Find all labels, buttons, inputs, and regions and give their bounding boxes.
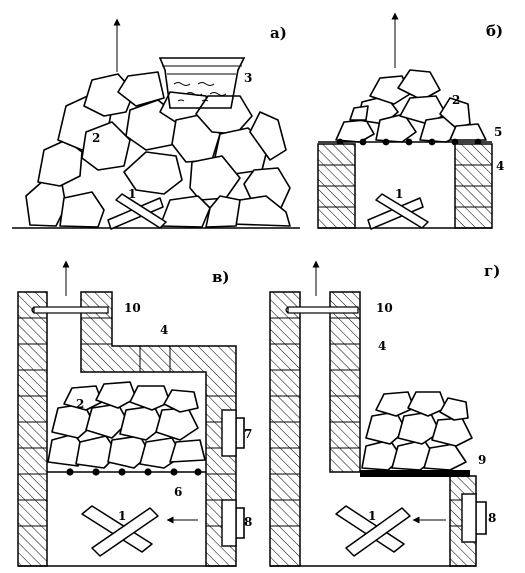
panel-b: б) 1 2 4 5 bbox=[317, 12, 504, 230]
grate-bars bbox=[66, 468, 202, 476]
label-5-grate: 5 bbox=[494, 125, 502, 139]
label-4-brick: 4 bbox=[496, 159, 504, 173]
chimney-damper bbox=[285, 306, 359, 314]
panel-a: а) 1 2 3 bbox=[12, 18, 300, 230]
brick-wall-left bbox=[17, 291, 48, 567]
stone-pile bbox=[361, 391, 473, 471]
brick-wall-flue bbox=[329, 291, 361, 473]
firewood bbox=[107, 193, 167, 230]
steel-plate bbox=[360, 470, 470, 477]
panel-label-a: а) bbox=[270, 24, 287, 42]
firebox-door bbox=[461, 493, 487, 543]
label-2-stones: 2 bbox=[92, 131, 100, 145]
label-10-damper: 10 bbox=[124, 301, 141, 315]
label-4-brick: 4 bbox=[378, 339, 386, 353]
label-1-firewood: 1 bbox=[118, 509, 126, 523]
panel-g: г) 1 4 8 9 10 bbox=[269, 260, 500, 567]
label-8-door: 8 bbox=[244, 515, 252, 529]
brick-wall-left bbox=[269, 291, 301, 567]
label-1-firewood: 1 bbox=[395, 187, 403, 201]
stone-pile bbox=[335, 69, 487, 143]
label-7-door: 7 bbox=[244, 427, 252, 441]
panel-label-g: г) bbox=[484, 262, 500, 280]
firewood bbox=[81, 505, 159, 557]
firebox-door bbox=[221, 499, 245, 547]
label-4-brick: 4 bbox=[160, 323, 168, 337]
panel-v: в) 1 2 4 6 7 8 10 bbox=[17, 260, 252, 567]
label-1-firewood: 1 bbox=[128, 187, 136, 201]
brick-joints bbox=[318, 164, 492, 208]
stone-chamber-door bbox=[221, 409, 245, 457]
stone-pile bbox=[25, 71, 291, 228]
panel-label-b: б) bbox=[486, 22, 503, 40]
brick-joints bbox=[270, 317, 476, 527]
label-2-stones: 2 bbox=[452, 93, 460, 107]
water-waves bbox=[173, 82, 227, 102]
chimney-damper bbox=[31, 306, 109, 314]
firewood bbox=[335, 505, 411, 557]
label-10-damper: 10 bbox=[376, 301, 393, 315]
brick-joints bbox=[18, 317, 236, 527]
label-3-tank: 3 bbox=[244, 71, 252, 85]
firewood bbox=[367, 193, 429, 230]
label-6-grate: 6 bbox=[174, 485, 182, 499]
stone-pile bbox=[47, 381, 206, 469]
label-1-firewood: 1 bbox=[368, 509, 376, 523]
water-tank bbox=[158, 57, 246, 109]
label-8-door: 8 bbox=[488, 511, 496, 525]
label-2-stones: 2 bbox=[76, 397, 84, 411]
label-9-plate: 9 bbox=[478, 453, 486, 467]
panel-label-v: в) bbox=[212, 268, 230, 286]
